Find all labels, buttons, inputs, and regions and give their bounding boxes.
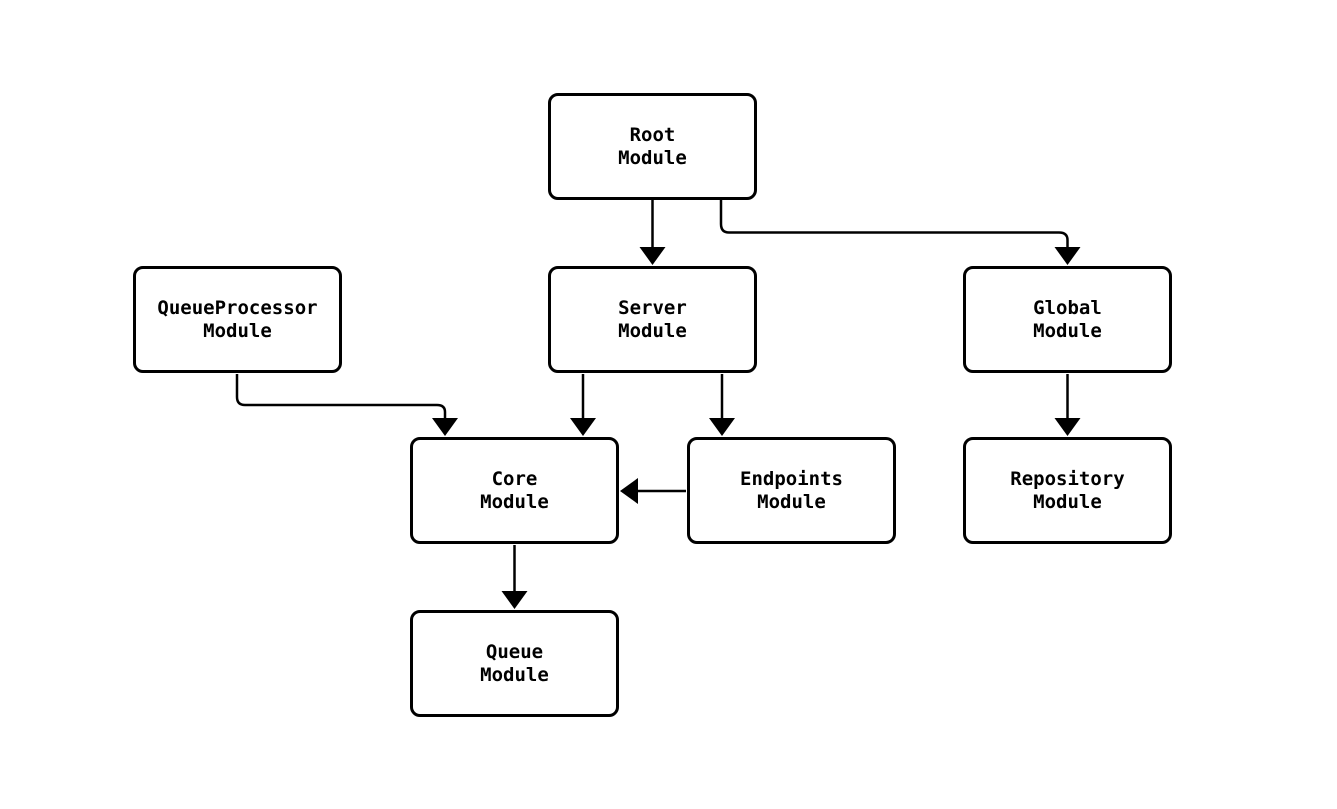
node-label-line1: QueueProcessor [157,297,318,320]
node-label-line1: Root [629,124,676,147]
node-label-line1: Core [491,468,538,491]
node-global-module: Global Module [963,266,1172,373]
node-label-line1: Server [618,297,687,320]
node-repository-module: Repository Module [963,437,1172,544]
node-queue-module: Queue Module [410,610,619,717]
node-label-line2: Module [618,146,687,169]
node-label-line1: Global [1033,297,1102,320]
node-label-line2: Module [203,319,272,342]
node-root-module: Root Module [548,93,757,200]
node-label-line2: Module [480,490,549,513]
node-label-line2: Module [757,490,826,513]
node-label-line2: Module [1033,319,1102,342]
node-server-module: Server Module [548,266,757,373]
node-label-line1: Endpoints [740,468,843,491]
node-endpoints-module: Endpoints Module [687,437,896,544]
edge-root-to-global [719,200,1081,265]
edge-queueprocessor-to-core [235,374,458,436]
node-label-line2: Module [1033,490,1102,513]
node-label-line1: Repository [1010,468,1125,491]
node-queueprocessor-module: QueueProcessor Module [133,266,342,373]
node-core-module: Core Module [410,437,619,544]
node-label-line1: Queue [485,641,544,664]
node-label-line2: Module [618,319,687,342]
node-label-line2: Module [480,663,549,686]
